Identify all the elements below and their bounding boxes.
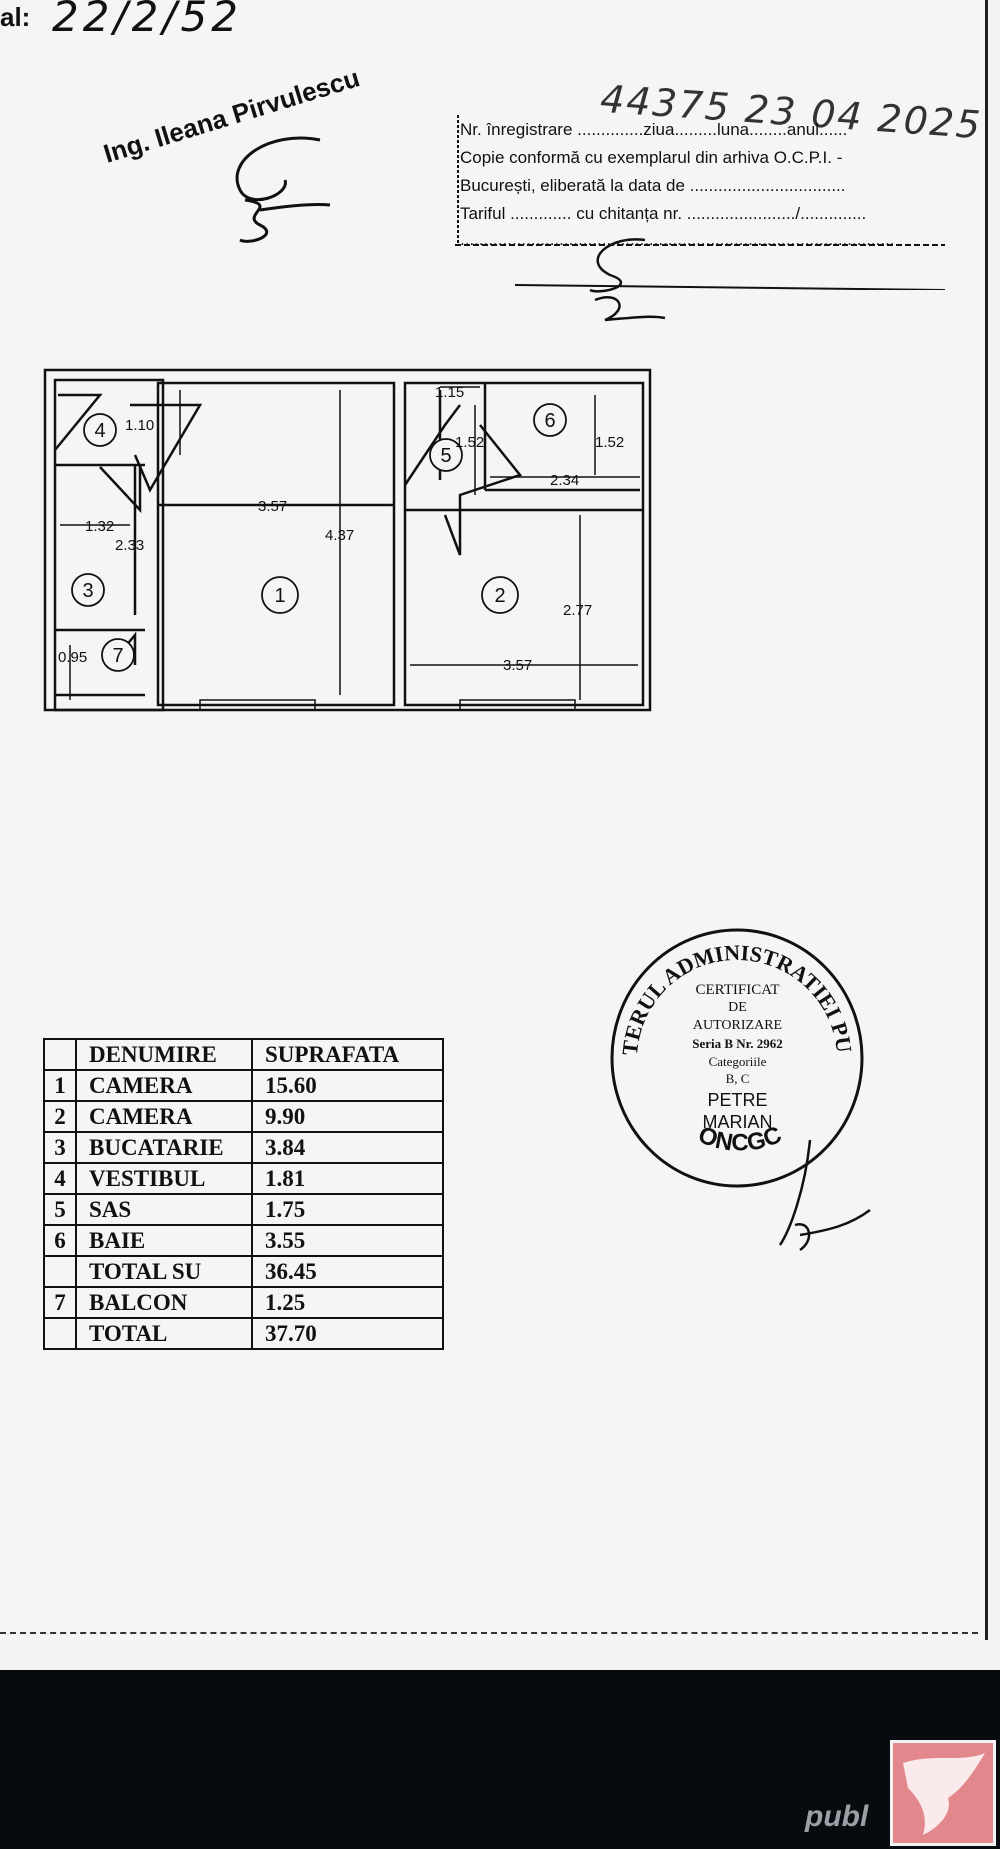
dim-2-34: 2.34 [550,472,579,489]
row-name: CAMERA [75,1100,253,1133]
floor-plan: 4 1 2 3 5 6 7 1.10 1.15 1.52 1.52 2.34 3… [43,368,652,712]
footer-bar [0,1670,1000,1849]
row-number: 3 [43,1131,77,1164]
row-name: TOTAL [75,1317,253,1350]
table-header-name: DENUMIRE [75,1038,253,1071]
row-number: 5 [43,1193,77,1226]
table-header-row: DENUMIRE SUPRAFATA [43,1038,444,1071]
stamp-line-2: DE [728,1000,747,1015]
row-area: 1.75 [251,1193,444,1226]
row-area: 15.60 [251,1069,444,1102]
dim-2-77: 2.77 [563,602,592,619]
room-3-number: 3 [82,580,93,602]
area-table: DENUMIRE SUPRAFATA 1 CAMERA 15.60 2 CAME… [43,1038,444,1350]
stamp-line-1: CERTIFICAT [695,982,780,998]
dim-1-52-b: 1.52 [595,434,624,451]
row-number: 7 [43,1286,77,1319]
stamp-line-5: Categoriile [708,1054,767,1069]
row-name: VESTIBUL [75,1162,253,1195]
table-row: 4 VESTIBUL 1.81 [43,1162,444,1195]
room-1-number: 1 [274,585,285,607]
stamp-ring: MINISTERUL ADMINISTRATIEI PUBLICE ONCGC [605,920,864,1188]
row-number [43,1255,77,1288]
row-area: 3.55 [251,1224,444,1257]
dim-1-15: 1.15 [435,384,464,401]
registration-stamp: Nr. înregistrare ..............ziua.....… [455,110,945,290]
table-row: 6 BAIE 3.55 [43,1224,444,1257]
row-area: 36.45 [251,1255,444,1288]
bird-icon [903,1753,985,1835]
registration-line-5: ........................................… [460,230,895,249]
header-label-fragment: al: [0,2,31,32]
page-bottom-edge [0,1632,978,1634]
row-number: 4 [43,1162,77,1195]
dim-2-33: 2.33 [115,537,144,554]
row-name: TOTAL SU [75,1255,253,1288]
table-row: 5 SAS 1.75 [43,1193,444,1226]
stamp-line-3: AUTORIZARE [692,1018,783,1033]
watermark-logo [890,1740,996,1846]
row-name: BAIE [75,1224,253,1257]
registration-line-2: Copie conformă cu exemplarul din arhiva … [460,148,843,167]
table-header-area: SUPRAFATA [251,1038,444,1071]
registration-line-3: București, eliberată la data de ........… [460,176,846,195]
row-name: CAMERA [75,1069,253,1102]
room-6-number: 6 [544,410,555,432]
row-area: 3.84 [251,1131,444,1164]
document-page [985,0,988,1640]
row-number: 1 [43,1069,77,1102]
stamp-signature [778,1139,871,1252]
table-row: 3 BUCATARIE 3.84 [43,1131,444,1164]
room-7-number: 7 [112,645,123,667]
room-5-number: 5 [440,445,451,467]
table-row: 1 CAMERA 15.60 [43,1069,444,1102]
row-number: 2 [43,1100,77,1133]
stamp-name-2: MARIAN [702,1112,773,1132]
row-area: 9.90 [251,1100,444,1133]
room-2-number: 2 [494,585,505,607]
table-row: TOTAL 37.70 [43,1317,444,1350]
registration-line-1: Nr. înregistrare ..............ziua.....… [460,120,848,139]
handwritten-date: 22/2/52 [52,0,242,41]
registration-line-4: Tariful ............. cu chitanța nr. ..… [460,204,867,223]
row-name: BUCATARIE [75,1131,253,1164]
row-number [43,1317,77,1350]
watermark-text: publ [805,1800,869,1833]
table-row: TOTAL SU 36.45 [43,1255,444,1288]
row-name: BALCON [75,1286,253,1319]
stamp-line-4: Seria B Nr. 2962 [692,1036,783,1051]
row-number: 6 [43,1224,77,1257]
dim-1-52-a: 1.52 [455,434,484,451]
engineer-signature [235,136,331,243]
row-area: 1.25 [251,1286,444,1319]
dim-3-57-b: 3.57 [503,657,532,674]
dim-4-37: 4.37 [325,527,354,544]
registration-box-border [455,115,945,290]
table-row: 7 BALCON 1.25 [43,1286,444,1319]
row-area: 37.70 [251,1317,444,1350]
official-stamp: MINISTERUL ADMINISTRATIEI PUBLICE ONCGC … [605,920,870,1190]
row-area: 1.81 [251,1162,444,1195]
row-name: SAS [75,1193,253,1226]
table-row: 2 CAMERA 9.90 [43,1100,444,1133]
registration-signature [589,238,666,322]
stamp-name-1: PETRE [707,1090,768,1110]
dim-1-32: 1.32 [85,518,114,535]
room-4-number: 4 [94,420,105,442]
dim-1-10: 1.10 [125,417,154,434]
table-cell [43,1038,77,1071]
dim-0-95: 0.95 [58,649,87,666]
dim-3-57-a: 3.57 [258,498,287,515]
stamp-line-6: B, C [725,1071,750,1086]
